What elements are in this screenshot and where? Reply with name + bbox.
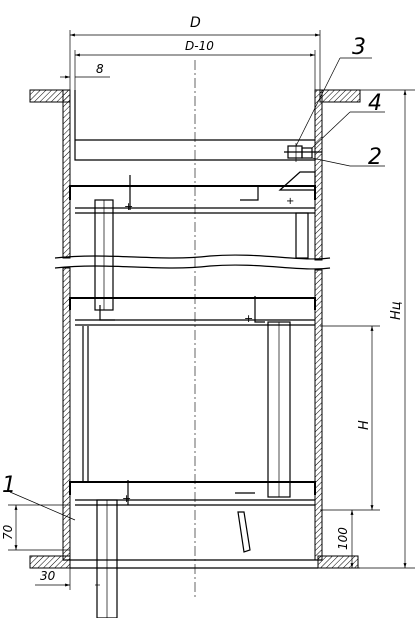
break-line-lower <box>54 264 331 270</box>
top-right-flange <box>319 89 361 103</box>
svg-text:+: + <box>286 196 294 207</box>
label-70: 70 <box>1 524 15 540</box>
right-shell-lower <box>314 269 323 561</box>
dimension-70 <box>8 504 70 551</box>
bottom-support-leg <box>237 511 251 553</box>
label-d: D <box>190 15 201 31</box>
dimension-d-10 <box>74 50 316 90</box>
item-3-label: 3 <box>352 35 366 60</box>
dimension-d <box>69 30 321 90</box>
leader-4 <box>311 111 351 149</box>
item-2-label: 2 <box>368 145 382 170</box>
leader-2 <box>311 157 351 167</box>
bottom-right-flange <box>317 555 359 569</box>
support-bracket <box>278 171 316 191</box>
break-line-upper <box>54 254 331 260</box>
label-30: 30 <box>40 569 56 583</box>
svg-text:+: + <box>122 492 131 505</box>
leader-3 <box>295 57 341 147</box>
left-shell-upper <box>62 89 71 259</box>
label-section-height: Н <box>357 420 372 430</box>
bottom-left-flange <box>29 555 71 569</box>
label-total-height: Нц <box>389 301 404 320</box>
svg-text:+: + <box>124 200 133 213</box>
svg-text:+: + <box>244 312 253 325</box>
top-inner-cylinder <box>74 90 315 161</box>
label-d-10: D-10 <box>185 39 214 53</box>
label-8: 8 <box>96 62 104 76</box>
dimension-section-height <box>320 325 380 511</box>
item-1-label: 1 <box>2 473 16 498</box>
tray-middle: + <box>69 296 316 326</box>
fastener-assembly <box>284 143 322 162</box>
tray-upper: + <box>69 175 316 311</box>
leader-1 <box>9 491 76 521</box>
label-100: 100 <box>336 527 350 550</box>
inner-cage <box>82 326 89 482</box>
item-4-label: 4 <box>368 91 382 116</box>
right-shell-upper <box>314 89 323 261</box>
